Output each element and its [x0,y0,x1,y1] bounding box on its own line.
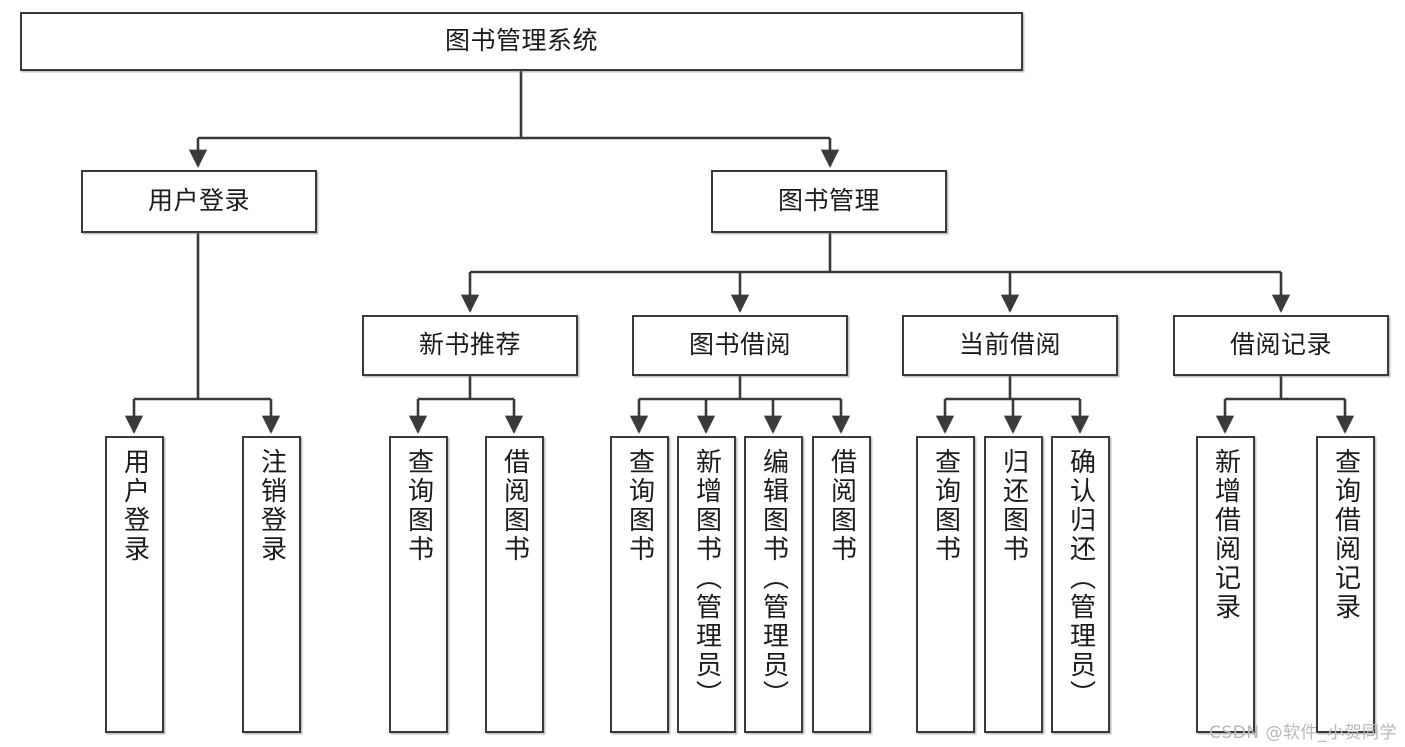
node-new-book-recommend-label: 新书推荐 [418,330,521,360]
node-leaf-return-book-label: 归还图书 [998,448,1029,564]
node-leaf-add-record[interactable]: 新增借阅记录 [1196,436,1255,733]
node-leaf-query-book-2[interactable]: 查询图书 [610,436,669,733]
node-borrow-record-label: 借阅记录 [1229,330,1332,360]
node-leaf-query-book-3-label: 查询图书 [930,448,961,564]
node-leaf-borrow-book-1[interactable]: 借阅图书 [485,436,544,733]
node-current-borrow[interactable]: 当前借阅 [902,315,1118,376]
node-root[interactable]: 图书管理系统 [20,12,1023,71]
node-leaf-user-logout-label: 注销登录 [256,448,287,564]
node-leaf-confirm-return-label: 确认归还（管理员） [1065,448,1096,709]
node-user-login[interactable]: 用户登录 [81,170,317,233]
node-leaf-borrow-book-1-label: 借阅图书 [499,448,530,564]
node-leaf-user-login[interactable]: 用户登录 [105,436,164,733]
node-current-borrow-label: 当前借阅 [958,330,1061,360]
node-leaf-query-book-1-label: 查询图书 [403,448,434,564]
node-leaf-query-book-3[interactable]: 查询图书 [916,436,975,733]
node-leaf-user-login-label: 用户登录 [119,448,150,564]
node-leaf-query-book-1[interactable]: 查询图书 [389,436,448,733]
node-leaf-query-record[interactable]: 查询借阅记录 [1316,436,1375,733]
node-leaf-edit-book[interactable]: 编辑图书（管理员） [744,436,803,733]
node-book-management-label: 图书管理 [777,186,880,216]
node-book-management[interactable]: 图书管理 [711,170,947,233]
node-new-book-recommend[interactable]: 新书推荐 [362,315,578,376]
node-leaf-query-record-label: 查询借阅记录 [1330,448,1361,622]
node-borrow-record[interactable]: 借阅记录 [1173,315,1389,376]
node-leaf-query-book-2-label: 查询图书 [624,448,655,564]
node-leaf-edit-book-label: 编辑图书（管理员） [758,448,789,709]
node-root-label: 图书管理系统 [444,26,598,56]
node-leaf-add-record-label: 新增借阅记录 [1210,448,1241,622]
node-leaf-borrow-book-2-label: 借阅图书 [826,448,857,564]
node-book-borrow[interactable]: 图书借阅 [632,315,848,376]
node-leaf-return-book[interactable]: 归还图书 [984,436,1043,733]
node-leaf-add-book-label: 新增图书（管理员） [691,448,722,709]
node-leaf-borrow-book-2[interactable]: 借阅图书 [812,436,871,733]
csdn-watermark: CSDN @软件_小贺同学 [1209,723,1397,743]
node-leaf-confirm-return[interactable]: 确认归还（管理员） [1051,436,1110,733]
node-user-login-label: 用户登录 [147,186,250,216]
node-book-borrow-label: 图书借阅 [688,330,791,360]
node-leaf-user-logout[interactable]: 注销登录 [242,436,301,733]
node-leaf-add-book[interactable]: 新增图书（管理员） [677,436,736,733]
